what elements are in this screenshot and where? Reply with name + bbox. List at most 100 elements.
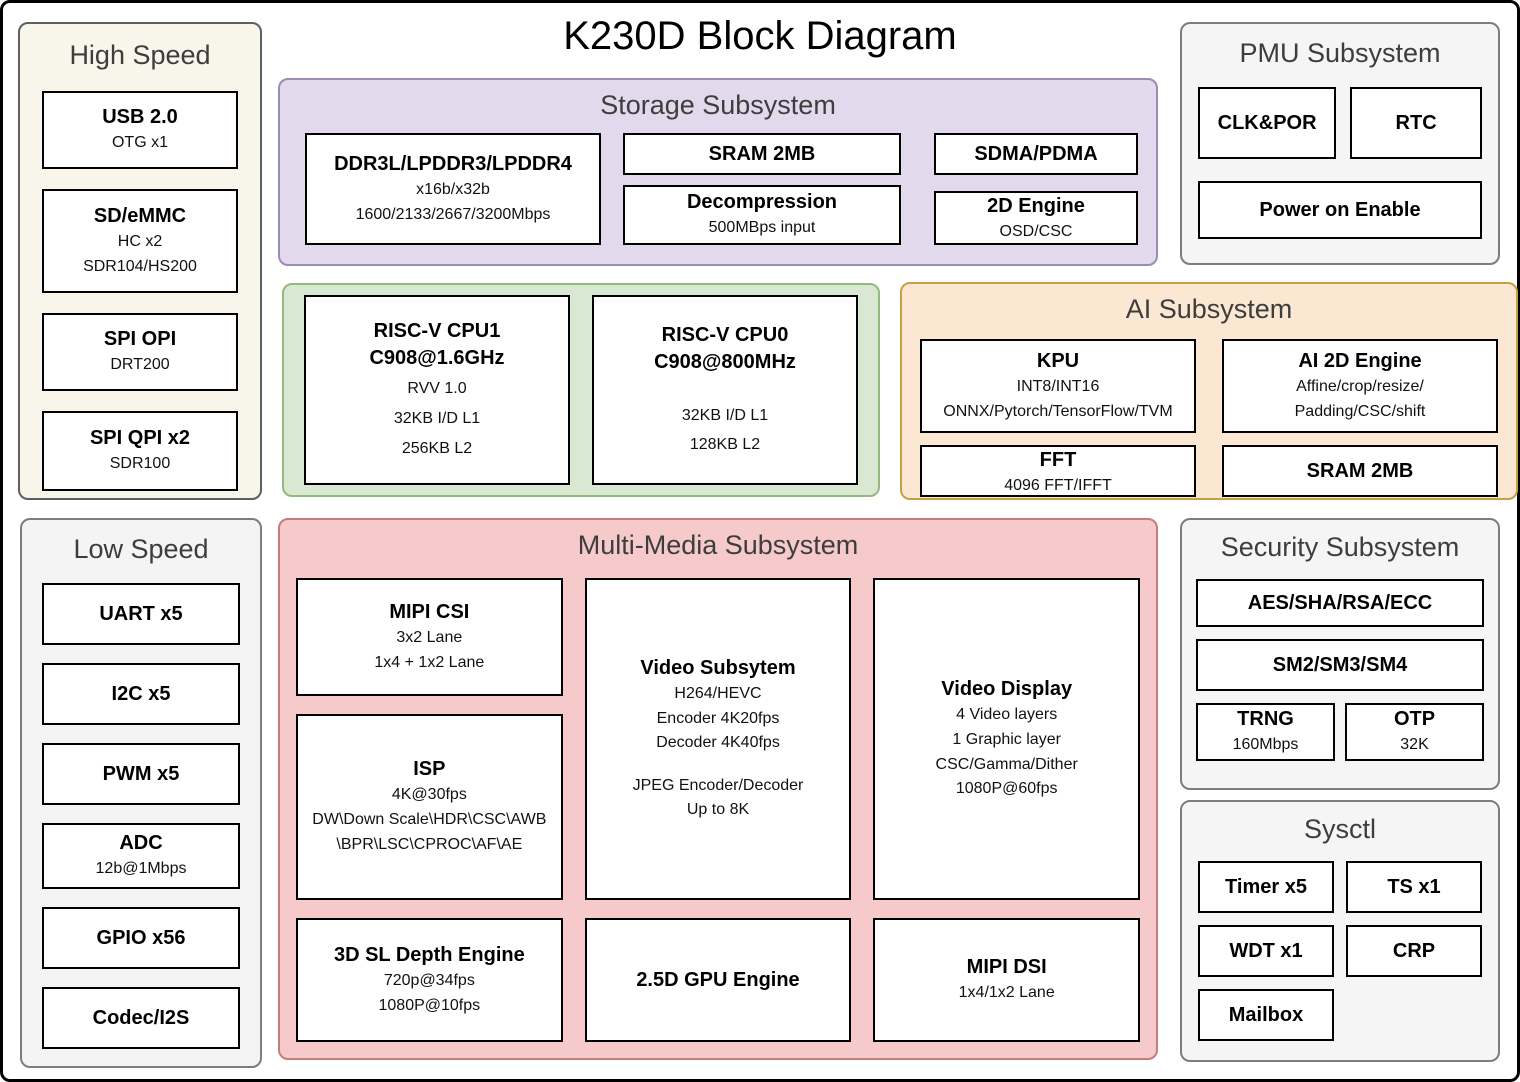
box-line: SDR100 — [109, 455, 171, 473]
box-line: 1x4 + 1x2 Lane — [374, 653, 485, 671]
box-title: MIPI CSI — [389, 600, 470, 623]
multimedia-boxes: MIPI CSI 3x2 Lane 1x4 + 1x2 Lane ISP 4K@… — [296, 578, 1141, 1042]
box-spi-opi: SPI OPI DRT200 — [42, 313, 238, 392]
box-line: 256KB L2 — [401, 439, 473, 457]
box-isp: ISP 4K@30fps DW\Down Scale\HDR\CSC\AWB \… — [296, 714, 563, 900]
box-title: USB 2.0 — [102, 106, 178, 129]
box-rtc: RTC — [1350, 87, 1482, 160]
box-line: 128KB L2 — [689, 436, 761, 454]
box-line: 1080P@10fps — [378, 996, 481, 1014]
box-gpio: GPIO x56 — [42, 907, 240, 970]
box-title: DDR3L/LPDDR3/LPDDR4 — [334, 152, 572, 175]
multimedia-column-3: Video Display 4 Video layers 1 Graphic l… — [873, 578, 1141, 1042]
box-sram-storage: SRAM 2MB — [623, 133, 901, 176]
box-title: ADC — [119, 832, 163, 855]
page-title: K230D Block Diagram — [563, 14, 957, 58]
box-line: 1080P@60fps — [955, 780, 1058, 798]
box-title: PWM x5 — [102, 762, 180, 785]
ai-group: AI Subsystem KPU INT8/INT16 ONNX/Pytorch… — [900, 282, 1518, 500]
box-line: 32K — [1400, 736, 1429, 754]
ai-group-title: AI Subsystem — [1125, 294, 1293, 324]
box-ts: TS x1 — [1346, 861, 1482, 914]
box-line: 1600/2133/2667/3200Mbps — [355, 205, 551, 223]
box-spi-qpi: SPI QPI x2 SDR100 — [42, 411, 238, 492]
box-title: Power on Enable — [1259, 198, 1421, 221]
box-title: SM2/SM3/SM4 — [1272, 653, 1408, 676]
box-line: 160Mbps — [1232, 736, 1299, 754]
low-speed-boxes: UART x5 I2C x5 PWM x5 ADC 12b@1Mbps GPIO… — [42, 583, 240, 1050]
box-line: JPEG Encoder/Decoder — [632, 776, 804, 794]
ai-boxes: KPU INT8/INT16 ONNX/Pytorch/TensorFlow/T… — [920, 339, 1498, 498]
box-title: SRAM 2MB — [708, 142, 816, 165]
cpu-group: RISC-V CPU1 C908@1.6GHz RVV 1.0 32KB I/D… — [282, 283, 880, 497]
box-title: ISP — [413, 758, 446, 781]
box-kpu: KPU INT8/INT16 ONNX/Pytorch/TensorFlow/T… — [920, 339, 1196, 434]
box-adc: ADC 12b@1Mbps — [42, 823, 240, 890]
box-line: 4 Video layers — [956, 705, 1058, 723]
box-line: DRT200 — [110, 356, 170, 374]
security-group-title: Security Subsystem — [1220, 532, 1460, 562]
box-crp: CRP — [1346, 925, 1482, 978]
box-title: MIPI DSI — [966, 956, 1047, 979]
box-title: TRNG — [1237, 708, 1294, 731]
sysctl-group: Sysctl Timer x5 TS x1 WDT x1 CRP Mailbox — [1180, 800, 1500, 1062]
box-title: RTC — [1395, 111, 1437, 134]
box-title: Video Display — [941, 677, 1073, 700]
box-title: Codec/I2S — [92, 1006, 190, 1029]
box-line: 32KB I/D L1 — [681, 406, 769, 424]
box-wdt: WDT x1 — [1198, 925, 1334, 978]
box-line: SDR104/HS200 — [83, 257, 197, 275]
high-speed-group-title: High Speed — [69, 40, 211, 70]
box-mipi-dsi: MIPI DSI 1x4/1x2 Lane — [873, 918, 1141, 1042]
box-line: Affine/crop/resize/ — [1296, 377, 1424, 395]
box-line: 4096 FFT/IFFT — [1004, 477, 1112, 495]
box-pwm: PWM x5 — [42, 743, 240, 806]
box-uart: UART x5 — [42, 583, 240, 646]
box-title: SPI QPI x2 — [89, 427, 191, 450]
box-line: 3x2 Lane — [396, 628, 463, 646]
box-line: ONNX/Pytorch/TensorFlow/TVM — [943, 402, 1173, 420]
box-line: Up to 8K — [686, 801, 750, 819]
box-title: Video Subsytem — [640, 656, 796, 679]
box-video-display: Video Display 4 Video layers 1 Graphic l… — [873, 578, 1141, 900]
box-line: HC x2 — [117, 232, 163, 250]
box-title: C908@800MHz — [654, 350, 796, 373]
security-group: Security Subsystem AES/SHA/RSA/ECC SM2/S… — [1180, 518, 1500, 790]
box-title: TS x1 — [1387, 875, 1441, 898]
box-i2c: I2C x5 — [42, 663, 240, 726]
box-ddr: DDR3L/LPDDR3/LPDDR4 x16b/x32b 1600/2133/… — [305, 133, 601, 246]
box-line: H264/HEVC — [674, 684, 762, 702]
box-title: FFT — [1039, 449, 1077, 472]
box-title: CLK&POR — [1217, 111, 1317, 134]
box-title: KPU — [1036, 349, 1080, 372]
box-line: Padding/CSC/shift — [1294, 402, 1426, 420]
security-bottom-row: TRNG 160Mbps OTP 32K — [1196, 703, 1484, 762]
box-line: x16b/x32b — [416, 180, 490, 198]
box-title: GPIO x56 — [96, 926, 186, 949]
box-title: 3D SL Depth Engine — [333, 943, 525, 966]
box-otp: OTP 32K — [1345, 703, 1484, 762]
box-sd-emmc: SD/eMMC HC x2 SDR104/HS200 — [42, 189, 238, 294]
box-line: 32KB I/D L1 — [393, 410, 481, 428]
box-line: 1x4/1x2 Lane — [958, 984, 1055, 1002]
box-line: CSC/Gamma/Dither — [935, 755, 1078, 773]
security-boxes: AES/SHA/RSA/ECC SM2/SM3/SM4 TRNG 160Mbps… — [1196, 579, 1484, 762]
box-line: OSD/CSC — [999, 223, 1073, 241]
box-cpu0: RISC-V CPU0 C908@800MHz 32KB I/D L1 128K… — [592, 295, 858, 485]
box-gpu: 2.5D GPU Engine — [584, 918, 852, 1042]
box-title: C908@1.6GHz — [369, 347, 505, 370]
box-title: SD/eMMC — [93, 204, 187, 227]
box-title: CRP — [1392, 939, 1436, 962]
box-title: WDT x1 — [1229, 939, 1303, 962]
box-sdma-pdma: SDMA/PDMA — [934, 133, 1138, 176]
box-line: 720p@34fps — [383, 971, 475, 989]
multimedia-group-title: Multi-Media Subsystem — [577, 530, 859, 560]
box-line: Encoder 4K20fps — [656, 709, 780, 727]
box-clk-por: CLK&POR — [1198, 87, 1337, 160]
storage-middle-column: SRAM 2MB Decompression 500MBps input — [623, 133, 901, 246]
box-ai-2d-engine: AI 2D Engine Affine/crop/resize/ Padding… — [1222, 339, 1498, 434]
pmu-group-title: PMU Subsystem — [1239, 38, 1441, 68]
box-usb2: USB 2.0 OTG x1 — [42, 91, 238, 170]
box-title: 2D Engine — [987, 195, 1085, 218]
box-decompression: Decompression 500MBps input — [623, 185, 901, 246]
